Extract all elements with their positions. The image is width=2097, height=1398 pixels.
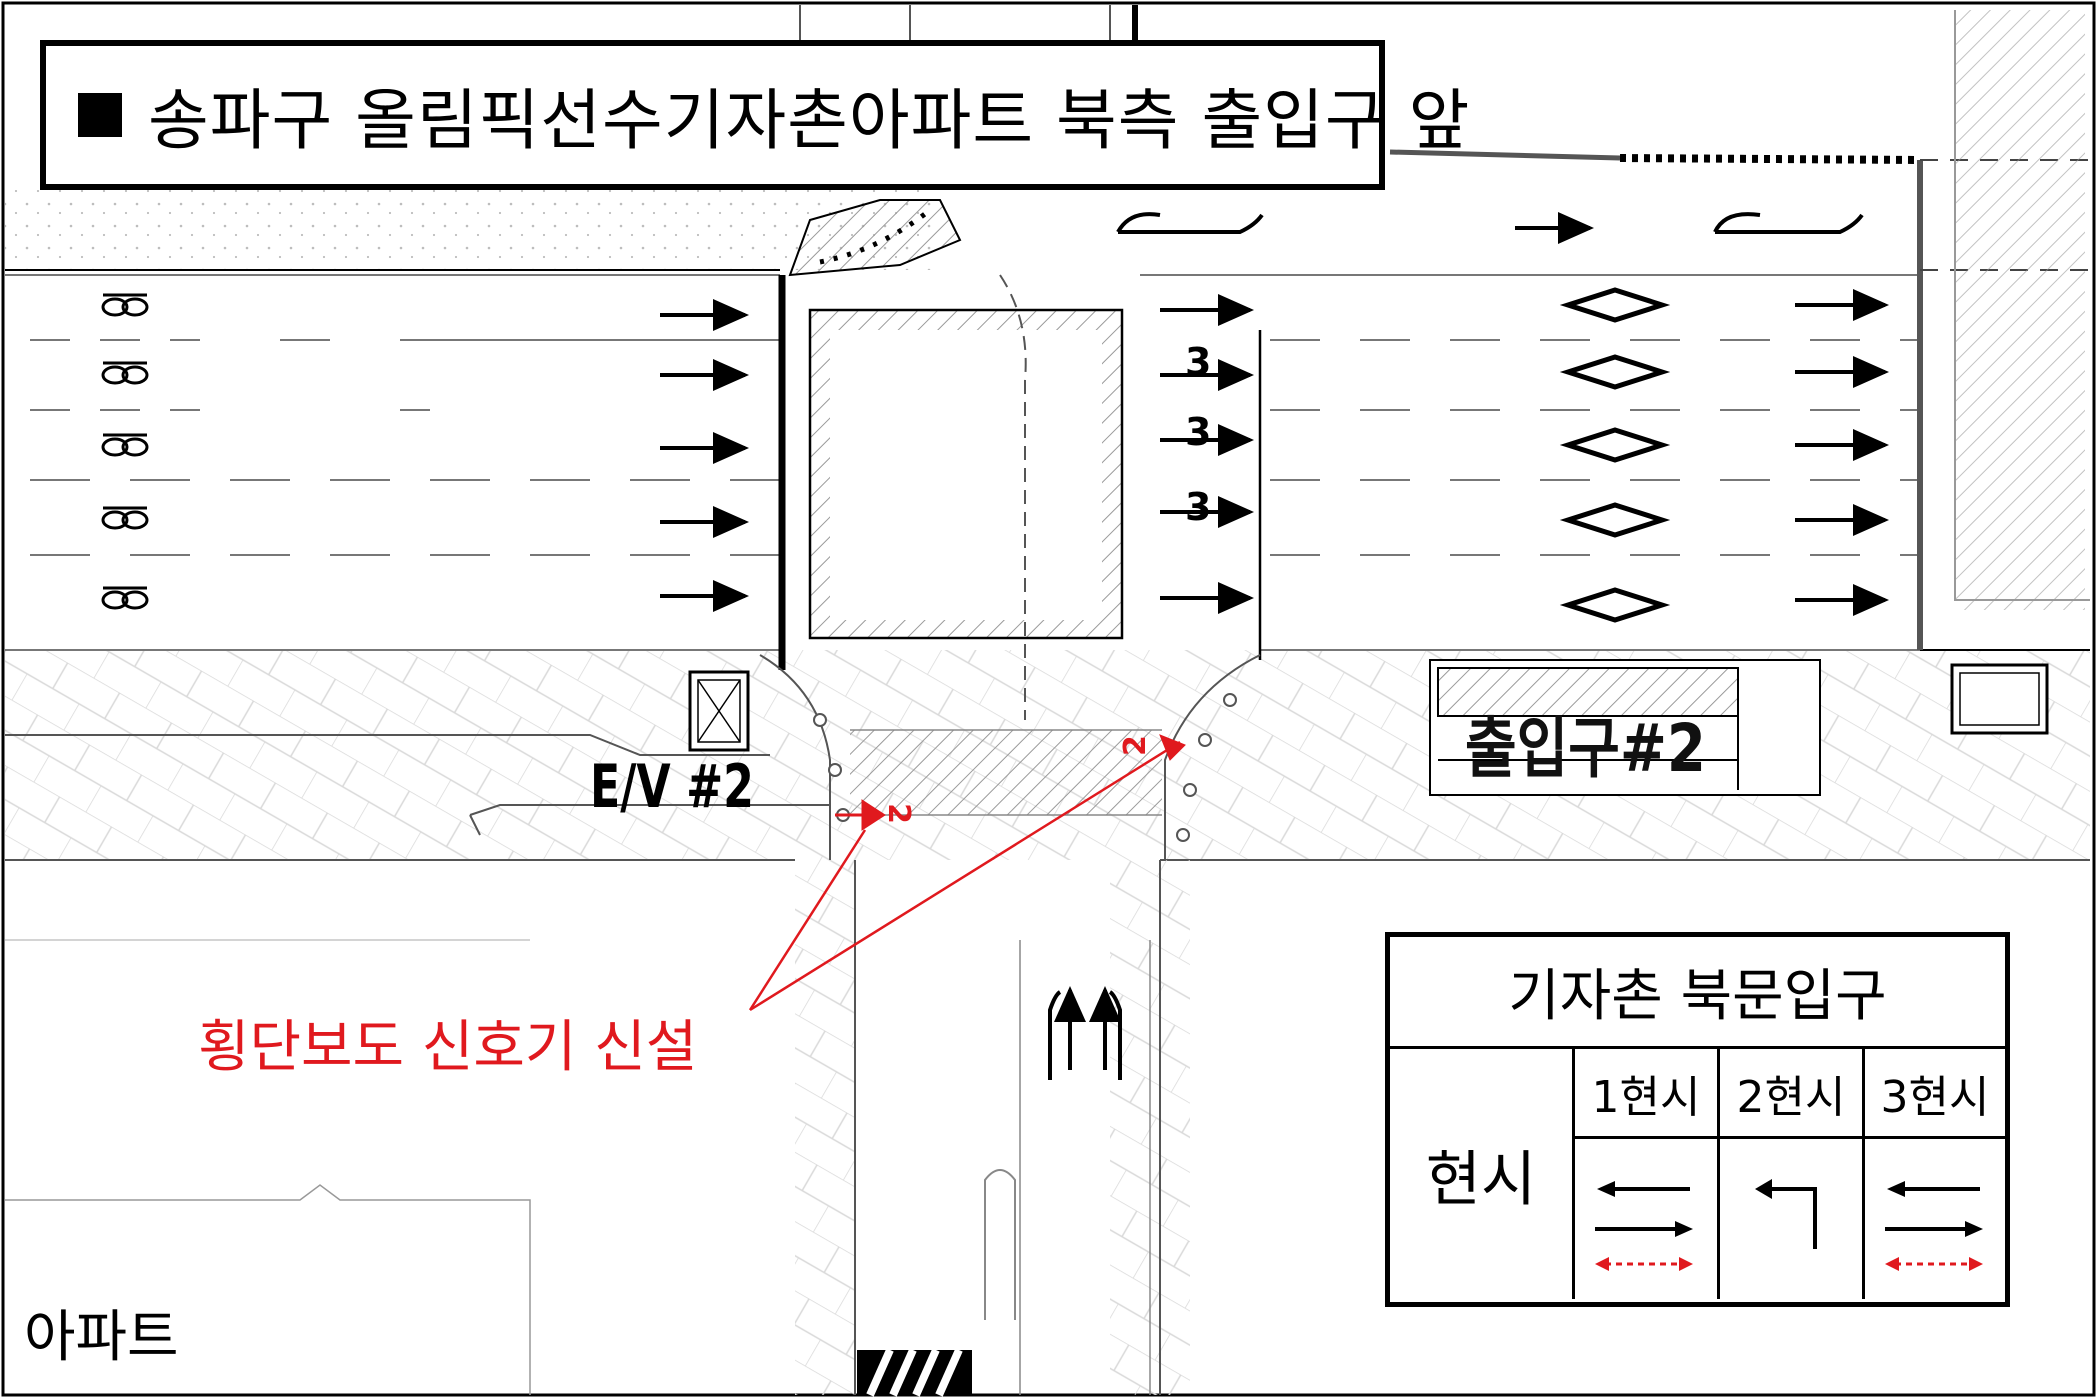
lane-lines xyxy=(5,274,1920,651)
page-title: 송파구 올림픽선수기자촌아파트 북측 출입구 앞 xyxy=(148,82,1471,159)
new-signal-note: 횡단보도 신호기 신설 xyxy=(198,1015,698,1080)
title-bullet xyxy=(78,93,122,137)
phase-1-label: 1현시 xyxy=(1575,1049,1717,1139)
signal-number-west: 2 xyxy=(880,803,916,824)
phase-2-diagram xyxy=(1755,1179,1817,1249)
phase-2-label: 2현시 xyxy=(1720,1049,1862,1139)
lane-symbols xyxy=(101,293,149,610)
phase-column-1: 1현시 xyxy=(1575,1049,1720,1299)
lane-number-1: 3 xyxy=(1185,340,1212,384)
phase-3-diagram xyxy=(1885,1181,1983,1271)
lane-number-2: 3 xyxy=(1185,410,1212,454)
phase-column-3: 3현시 xyxy=(1865,1049,2005,1299)
phase-table-title: 기자촌 북문입구 xyxy=(1390,937,2005,1049)
signal-number-east: 2 xyxy=(1117,735,1153,756)
lane-number-3: 3 xyxy=(1185,485,1212,529)
note-leader-lines xyxy=(748,740,1181,1012)
lane-arrows xyxy=(660,212,1889,1070)
north-sidewalk xyxy=(5,190,935,270)
phase-table: 기자촌 북문입구 현시 1현시 2현시 xyxy=(1385,932,2010,1307)
crosswalk xyxy=(850,730,1162,815)
phase-row-label: 현시 xyxy=(1390,1049,1575,1299)
phase-1-diagram xyxy=(1595,1181,1693,1271)
phase-3-label: 3현시 xyxy=(1865,1049,2005,1139)
phase-column-2: 2현시 xyxy=(1720,1049,1865,1299)
elevator-label: E/V #2 xyxy=(590,752,754,822)
gate-label: 출입구#2 xyxy=(1465,710,1706,787)
apartment-label: 아파트 xyxy=(24,1305,179,1370)
title-box: 송파구 올림픽선수기자촌아파트 북측 출입구 앞 xyxy=(40,40,1469,190)
diamond-markings xyxy=(1559,287,1671,623)
